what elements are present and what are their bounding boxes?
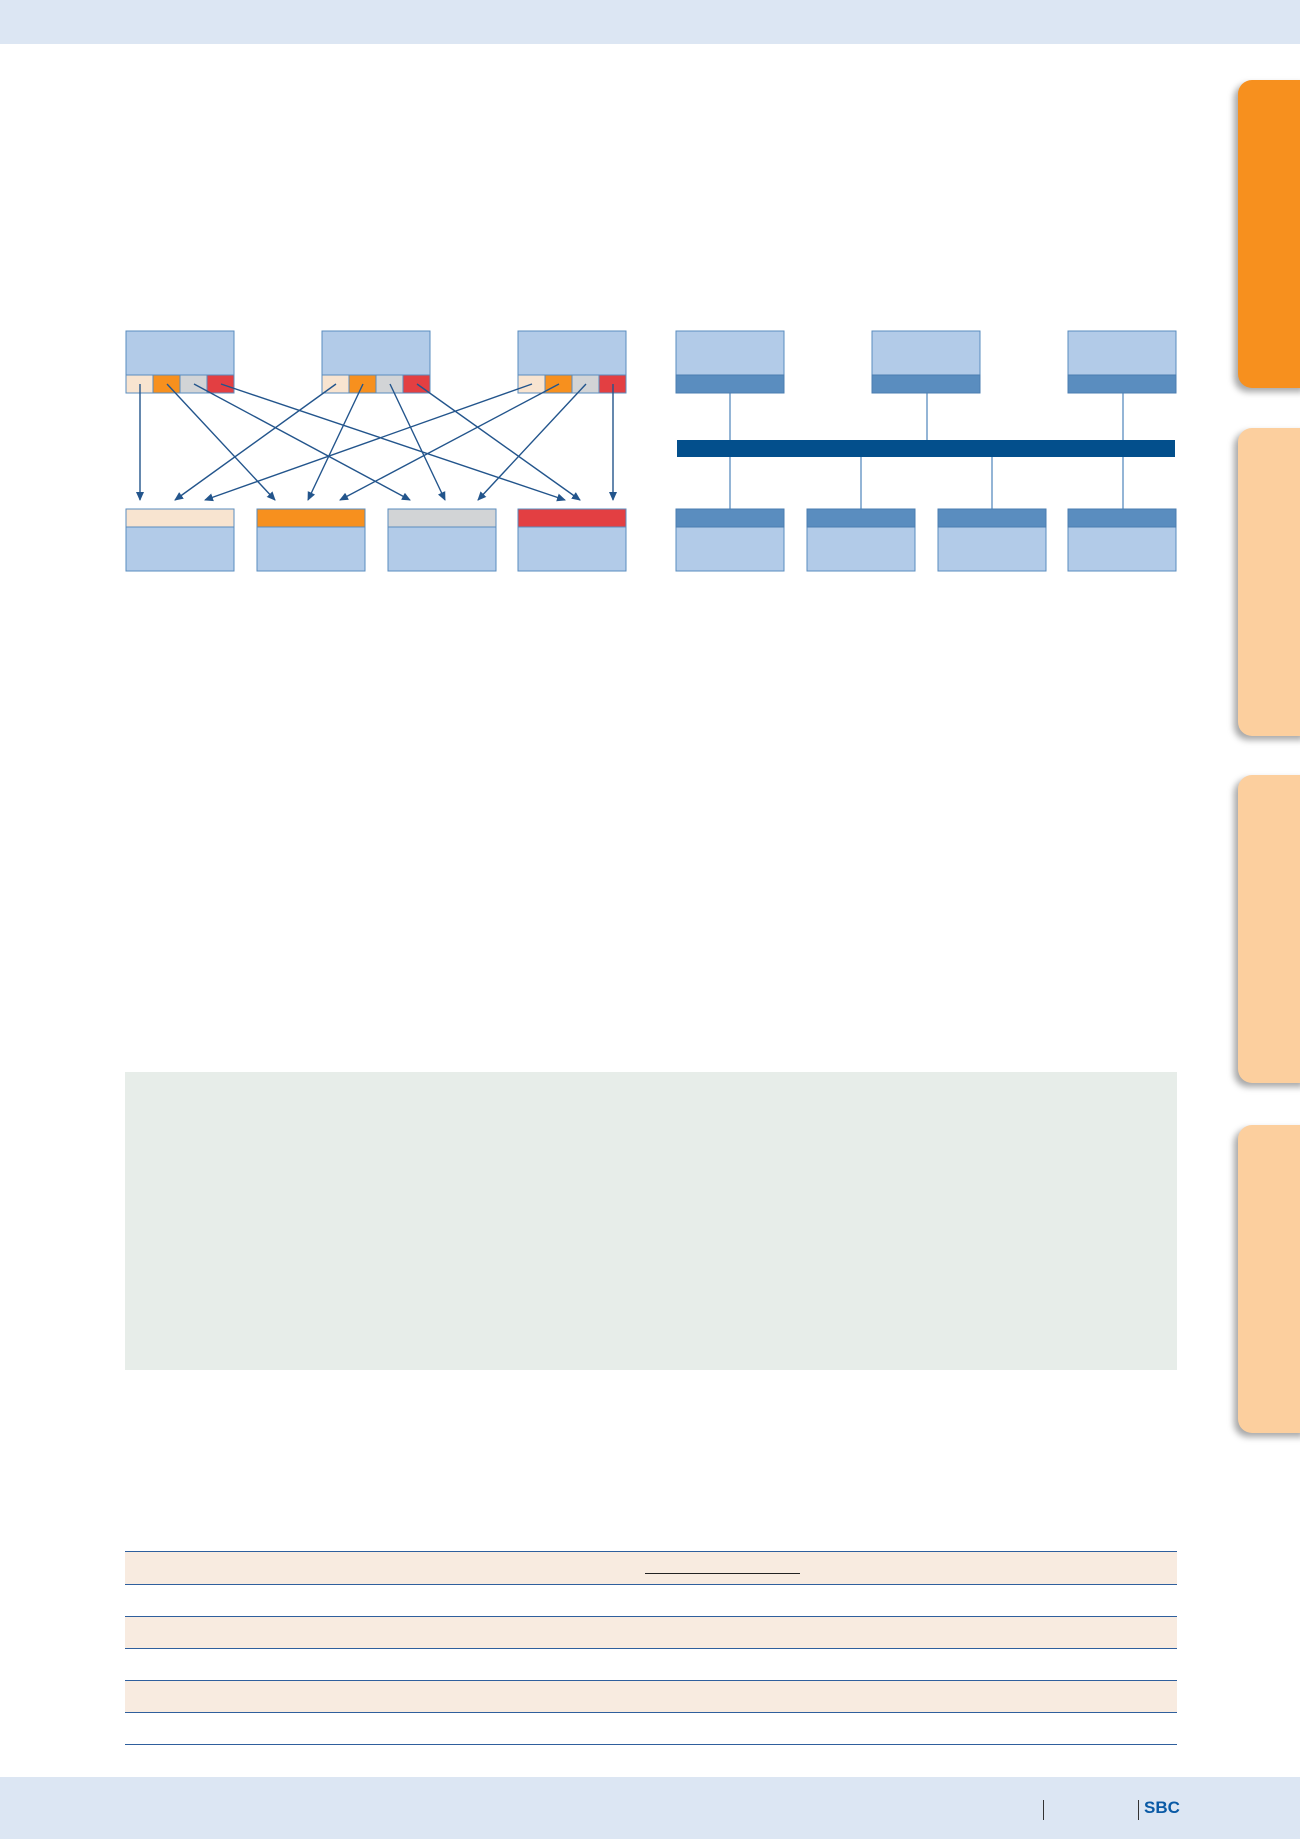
source-node-1 (125, 330, 235, 394)
footer-separator (1138, 1800, 1139, 1820)
bus-top-node-3 (1067, 330, 1177, 394)
table-cell (125, 1680, 1177, 1713)
bus-bottom-node-3 (937, 508, 1047, 572)
table-cell (125, 1712, 1177, 1745)
header-band (0, 0, 1300, 44)
point-to-point-diagram (125, 330, 627, 572)
bus-top-node-2 (871, 330, 981, 394)
table-row (125, 1616, 1177, 1649)
table-cell (125, 1648, 1177, 1681)
table-row (125, 1680, 1177, 1713)
bus-bottom-node-4 (1067, 508, 1177, 572)
table-row (125, 1584, 1177, 1617)
target-node-3 (387, 508, 497, 572)
source-node-3 (517, 330, 627, 394)
table-row (125, 1552, 1177, 1585)
chapter-tab-3[interactable] (1238, 775, 1300, 1083)
table-row (125, 1648, 1177, 1681)
footer-separator (1043, 1800, 1044, 1820)
target-node-4 (517, 508, 627, 572)
connection-arrows (136, 383, 617, 502)
table-cell (125, 1616, 1177, 1649)
bus-line (677, 440, 1175, 457)
target-node-1 (125, 508, 235, 572)
chapter-tab-active[interactable] (1238, 80, 1300, 388)
table-cell (125, 1584, 1177, 1617)
bus-bottom-node-2 (806, 508, 916, 572)
chapter-tab-2[interactable] (1238, 428, 1300, 736)
table-header-rule (645, 1573, 800, 1574)
bus-top-node-1 (675, 330, 785, 394)
data-table (125, 1552, 1177, 1745)
source-node-2 (321, 330, 431, 394)
note-box (125, 1072, 1177, 1370)
footer-brand: SBC (1144, 1798, 1180, 1817)
bus-bottom-node-1 (675, 508, 785, 572)
footer-band (0, 1777, 1300, 1839)
table-cell (125, 1552, 1177, 1585)
architecture-diagrams (125, 330, 1177, 572)
table-row (125, 1712, 1177, 1745)
target-node-2 (256, 508, 366, 572)
table-top-border (125, 1551, 1177, 1552)
bus-diagram (675, 330, 1177, 572)
chapter-tab-4[interactable] (1238, 1125, 1300, 1433)
